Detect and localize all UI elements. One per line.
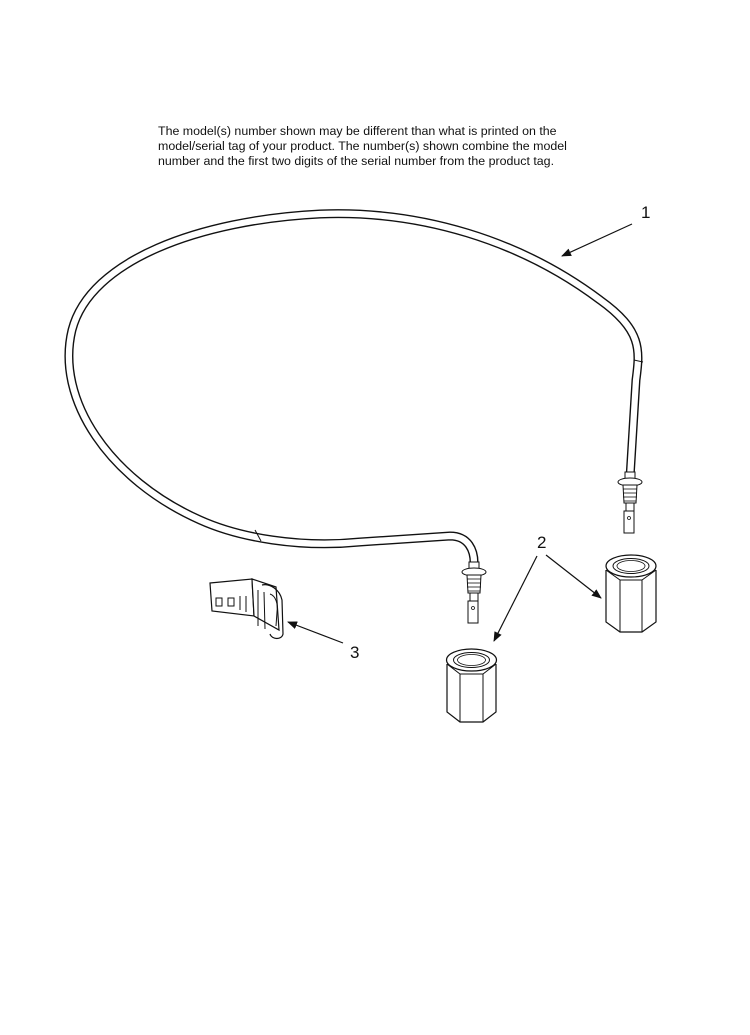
hex-nut-icon — [445, 648, 498, 723]
callout-2-leader-right — [545, 554, 602, 599]
disclaimer-note: The model(s) number shown may be differe… — [158, 124, 598, 169]
callout-2-leader-left — [493, 555, 538, 642]
callout-2-label: 2 — [537, 533, 546, 552]
hex-nut-icon — [605, 554, 657, 633]
right-terminal-icon — [617, 471, 643, 534]
callout-1-label: 1 — [641, 203, 650, 222]
disclaimer-line-1: The model(s) number shown may be differe… — [158, 124, 557, 138]
terminal-clip-icon — [209, 578, 284, 640]
callout-3-label: 3 — [350, 643, 359, 662]
disclaimer-line-3: number and the first two digits of the s… — [158, 154, 555, 168]
disclaimer-line-2: model/serial tag of your product. The nu… — [158, 139, 567, 153]
left-terminal-icon — [461, 561, 487, 624]
callout-1-leader — [561, 223, 633, 257]
heating-element-icon — [64, 209, 644, 624]
callout-3-leader — [287, 621, 344, 644]
